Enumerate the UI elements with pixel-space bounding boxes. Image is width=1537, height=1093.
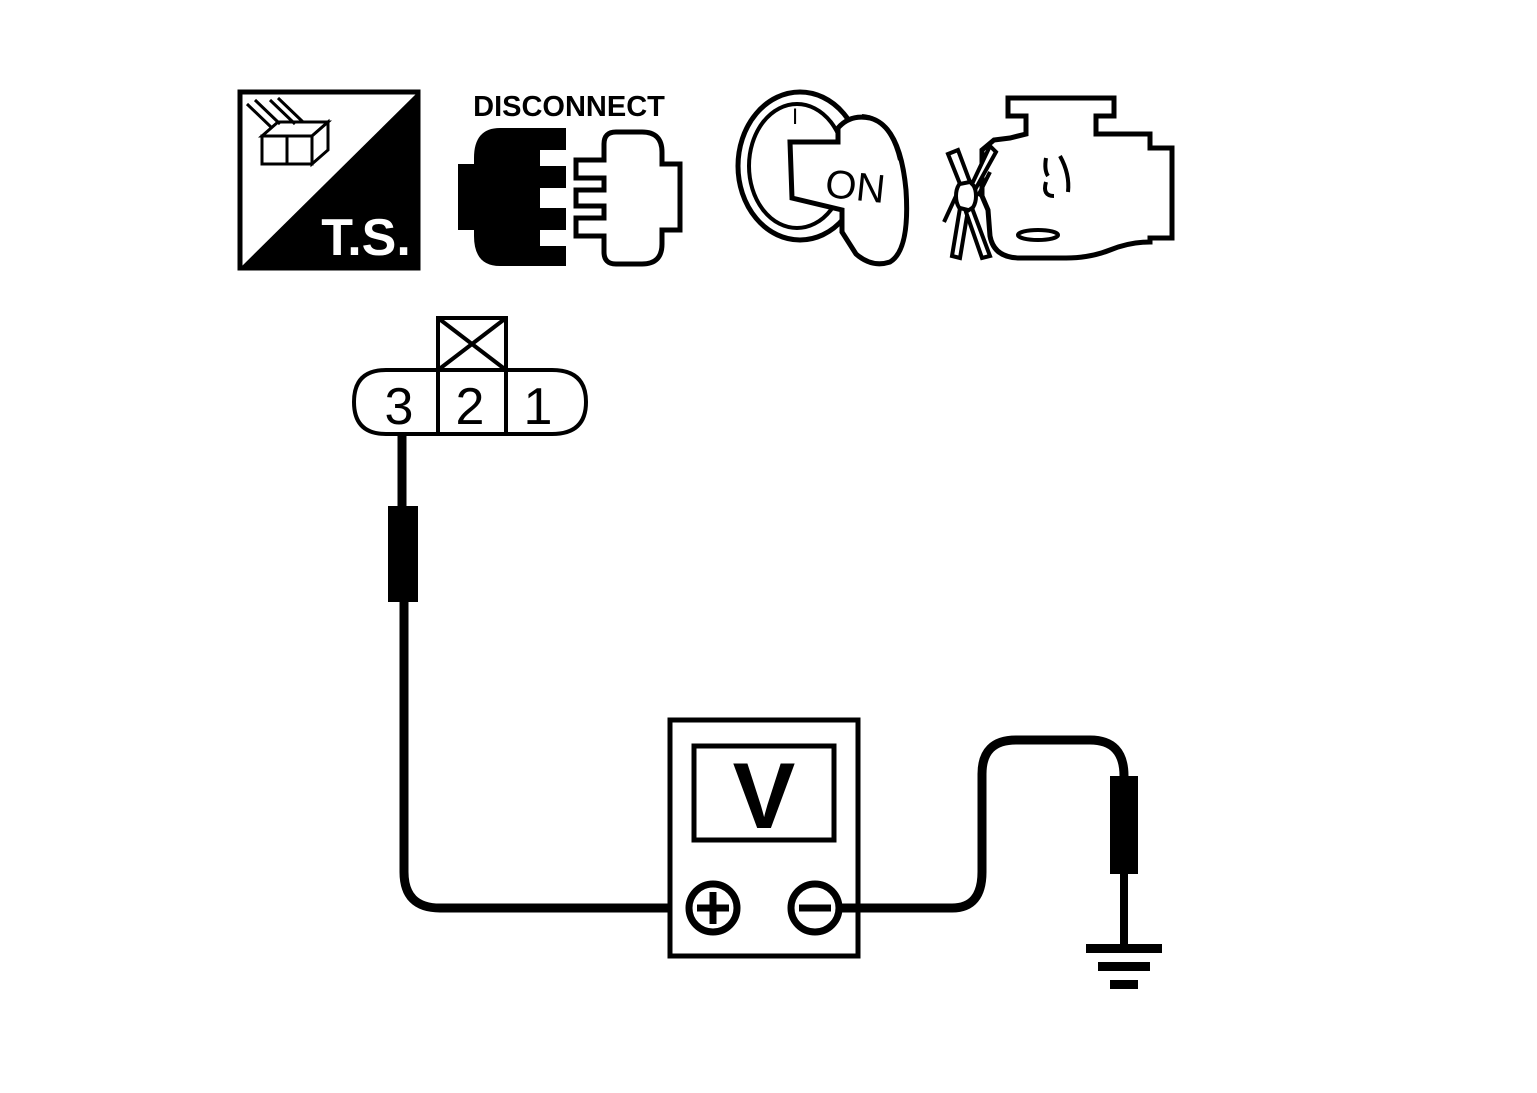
ignition-mark: I — [792, 104, 798, 129]
negative-probe — [1110, 776, 1138, 874]
disconnect-icon: DISCONNECT — [458, 91, 683, 267]
ground-icon — [1086, 944, 1162, 989]
engine-icon — [942, 95, 1175, 261]
connector-male-icon — [458, 128, 566, 266]
plus-terminal-icon — [685, 880, 741, 936]
minus-terminal-icon — [787, 880, 843, 936]
voltmeter-display-label: V — [733, 743, 796, 848]
terminal-3-label: 3 — [385, 378, 414, 436]
ignition-key-icon: I ON — [735, 89, 910, 267]
negative-test-lead — [839, 735, 1138, 948]
ts-icon: T.S. — [237, 89, 421, 271]
connector-female-icon — [573, 129, 683, 267]
positive-probe — [388, 506, 418, 602]
positive-test-lead — [388, 432, 688, 913]
ts-label: T.S. — [321, 209, 411, 267]
voltmeter: V — [667, 717, 861, 959]
fan-icon — [942, 142, 999, 261]
ignition-on-label: ON — [823, 162, 887, 212]
disconnect-label: DISCONNECT — [473, 91, 665, 123]
terminal-1-label: 1 — [524, 378, 553, 436]
terminal-2-label: 2 — [456, 378, 485, 436]
harness-connector: 3 2 1 — [351, 316, 589, 436]
voltmeter-display — [691, 743, 837, 843]
connector-box-icon — [245, 96, 332, 168]
